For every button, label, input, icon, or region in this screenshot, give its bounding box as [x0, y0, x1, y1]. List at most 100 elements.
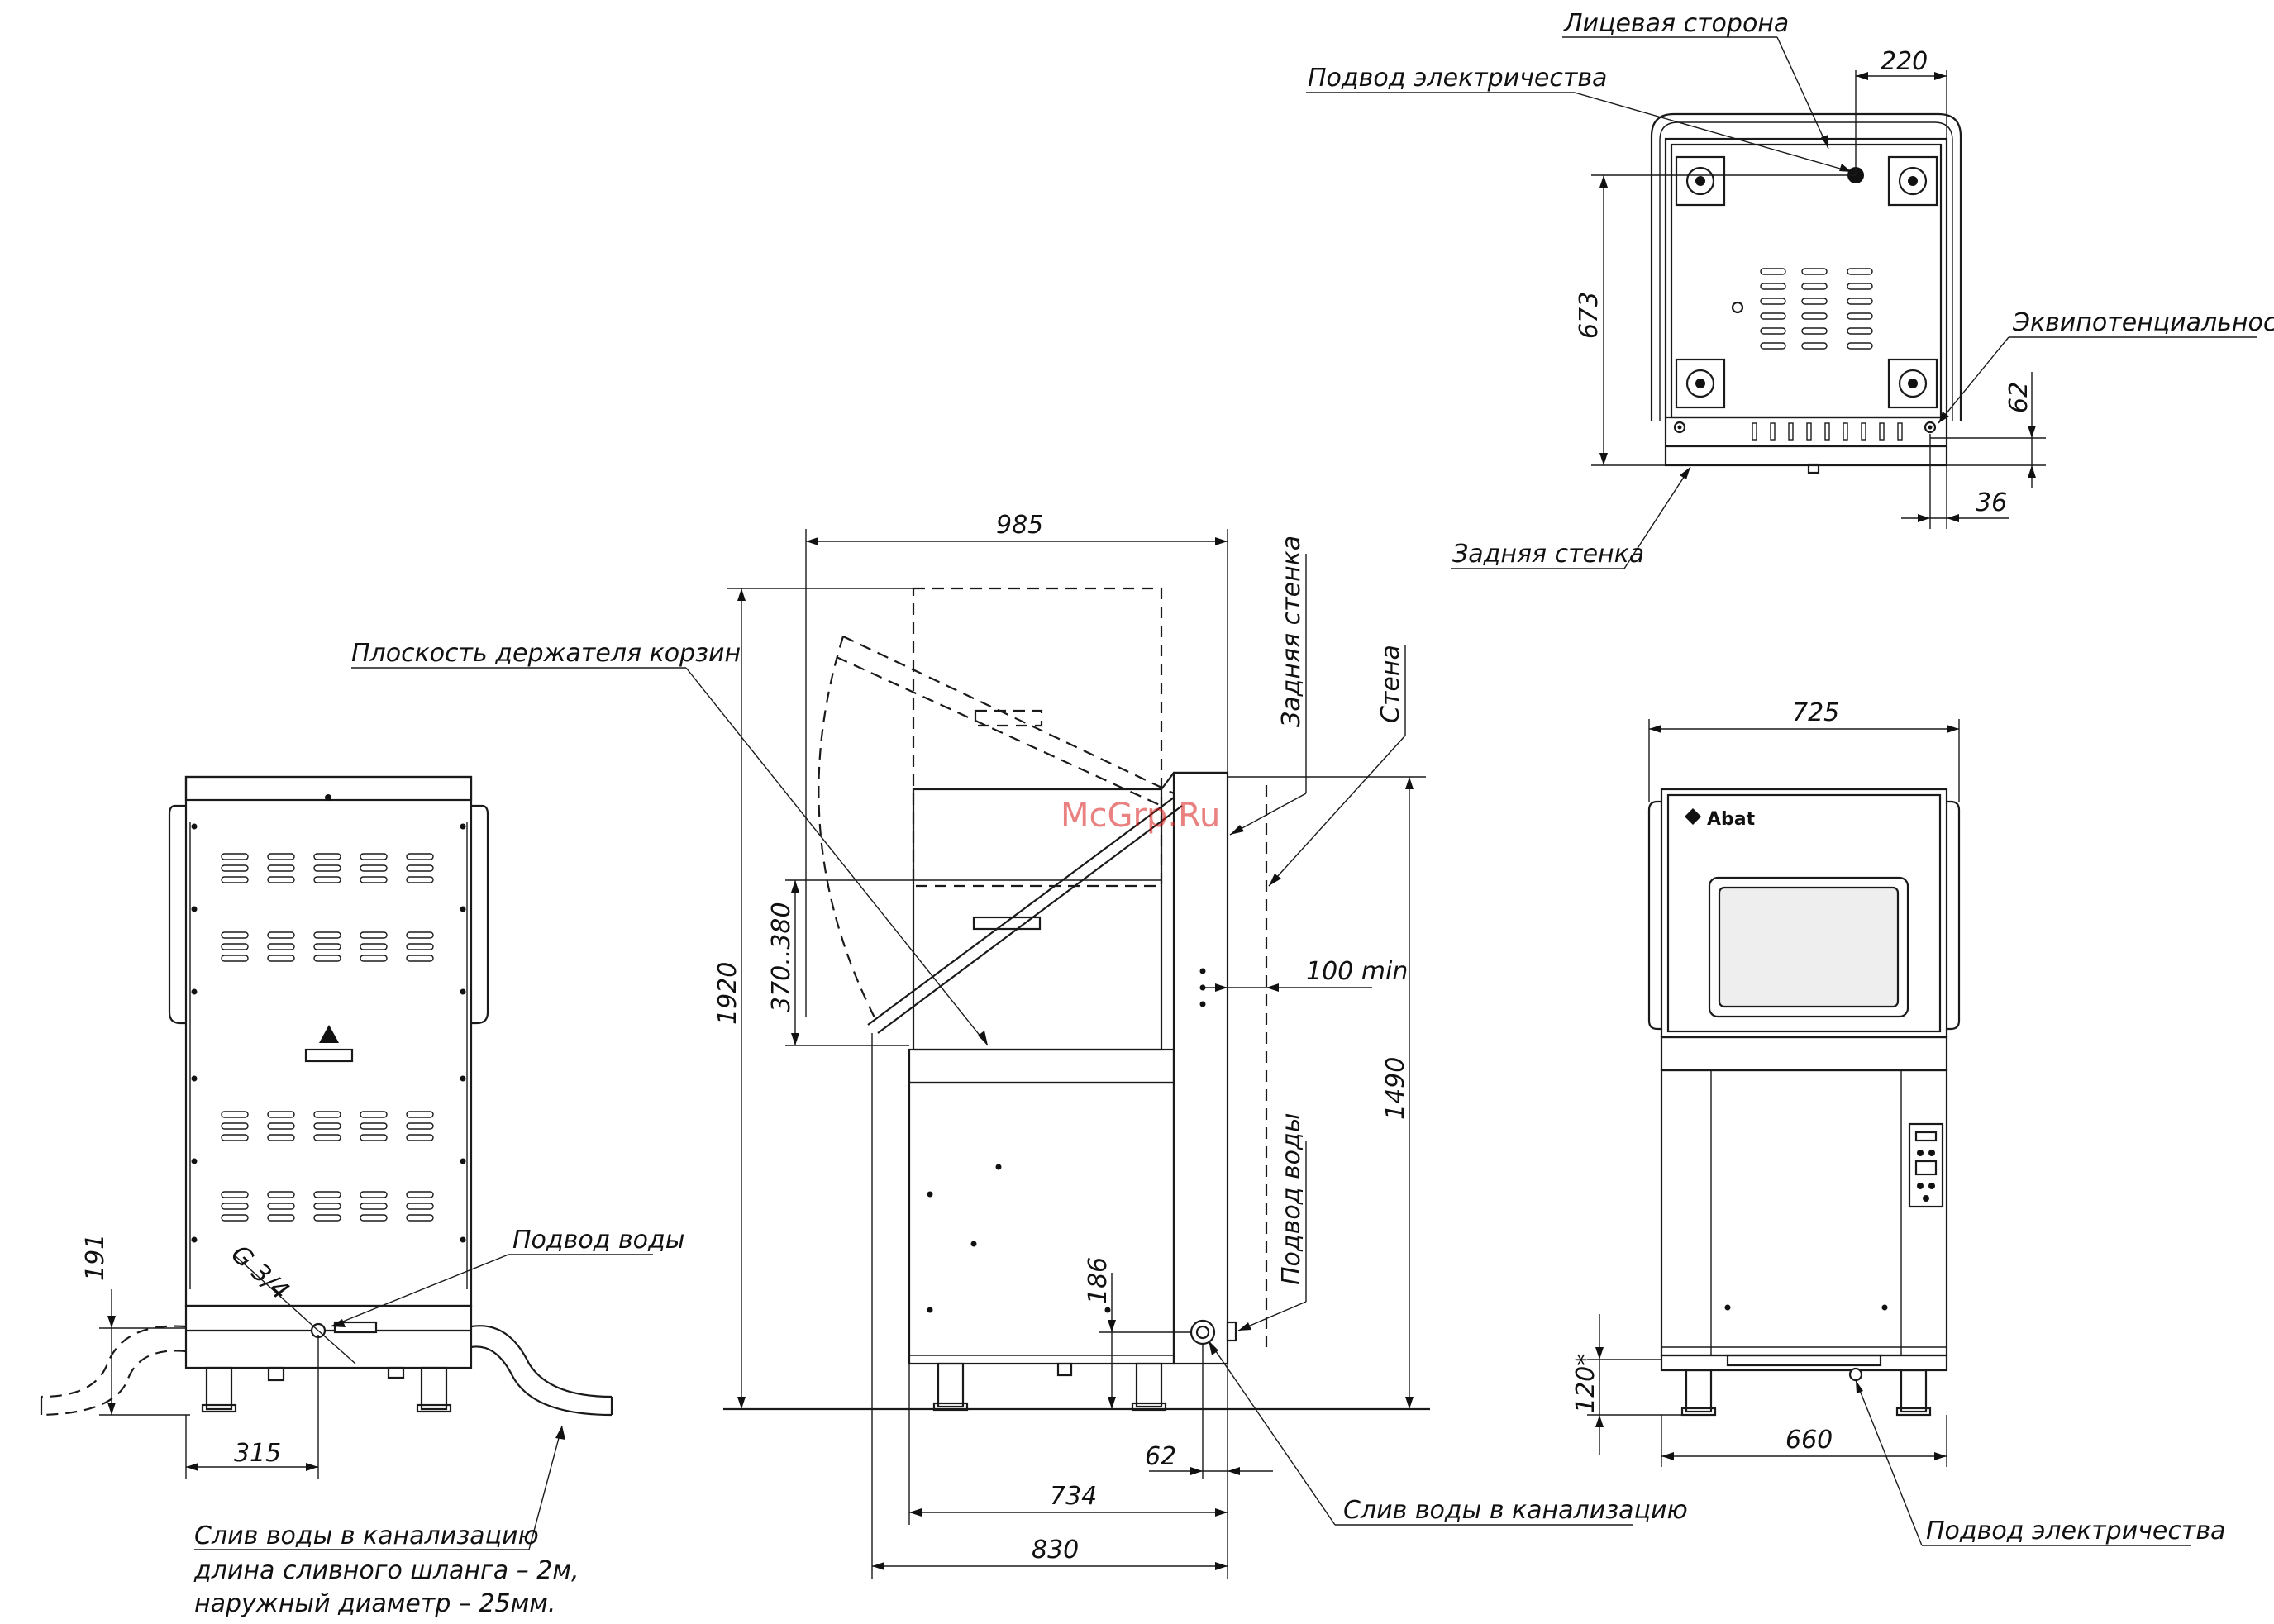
dim-62-top: 62 — [2005, 382, 2033, 413]
louver-slot — [267, 943, 295, 950]
louver-slot — [313, 955, 341, 962]
louver-slot — [267, 1134, 295, 1141]
dim-1490: 1490 — [1381, 1057, 1410, 1120]
rear-slot — [1752, 422, 1757, 441]
louver-slot — [221, 876, 249, 883]
drain-rear-label-1: Слив воды в канализацию — [194, 1522, 539, 1550]
louver-slot — [1760, 342, 1786, 350]
louver-slot — [313, 1111, 341, 1118]
louver-slot — [1801, 327, 1828, 335]
louver-slot — [1801, 342, 1828, 350]
louver-slot — [360, 1203, 388, 1210]
drain-rear-label-2: длина сливного шланга – 2м, — [193, 1556, 579, 1585]
louver-slot — [221, 955, 249, 962]
rear-slot — [1879, 422, 1885, 441]
dim-36: 36 — [1976, 488, 2007, 517]
louver-slot — [1847, 283, 1873, 290]
louver-slot — [313, 1214, 341, 1222]
louver-slot — [406, 1111, 434, 1118]
louver-slot — [267, 876, 295, 883]
louver-slot — [360, 1214, 388, 1222]
dim-830: 830 — [1032, 1536, 1079, 1564]
louver-slot — [360, 864, 388, 872]
louver-slot — [360, 943, 388, 950]
louver-slot — [1760, 268, 1786, 275]
dim-100min: 100 min — [1306, 957, 1408, 986]
drain-rear-label-3: наружный диаметр – 25мм. — [194, 1589, 555, 1618]
top-view: 220 673 62 36 Лицевая сторона Подвод эле… — [1306, 9, 2274, 569]
power-supply-front-label: Подвод электричества — [1926, 1517, 2225, 1545]
louver-slot — [221, 853, 249, 860]
louver-slot — [267, 1214, 295, 1222]
dim-1920: 1920 — [713, 962, 742, 1025]
dim-62-side: 62 — [1145, 1442, 1176, 1471]
louver-slot — [313, 853, 341, 860]
louver-slot — [313, 1203, 341, 1210]
rear-wall-side-label: Задняя стенка — [1277, 536, 1306, 727]
drain-side-label: Слив воды в канализацию — [1343, 1496, 1688, 1525]
rear-slot — [1861, 422, 1866, 441]
louver-slot — [267, 1111, 295, 1118]
louver-slot — [313, 876, 341, 883]
louver-slot — [267, 931, 295, 939]
louver-slot — [360, 1134, 388, 1141]
rear-slot — [1788, 422, 1794, 441]
louver-slot — [1760, 312, 1786, 320]
dim-660: 660 — [1785, 1426, 1833, 1455]
louver-slot — [1801, 298, 1828, 305]
rear-slot — [1843, 422, 1848, 441]
louver-slot — [1847, 312, 1873, 320]
louver-slot — [1801, 283, 1828, 290]
louver-slot — [221, 1203, 249, 1210]
louver-slot — [1847, 268, 1873, 275]
louver-slot — [267, 1203, 295, 1210]
louver-slot — [360, 1191, 388, 1198]
thread-size-label: G 3/4 — [226, 1240, 295, 1306]
wall-label: Стена — [1376, 645, 1405, 723]
water-inlet-side-label: Подвод воды — [1277, 1113, 1306, 1285]
basket-holder-plane-label: Плоскость держателя корзин — [351, 639, 741, 668]
dim-186: 186 — [1084, 1257, 1113, 1304]
top-view-louvers — [1760, 268, 1873, 350]
rear-strip-slots — [1752, 422, 1903, 441]
rear-slot — [1770, 422, 1776, 441]
dim-985: 985 — [996, 511, 1043, 540]
side-view: 985 1920 370..380 100 min 1490 186 — [351, 511, 1688, 1579]
rear-slot — [1824, 422, 1830, 441]
brand-logo: Abat — [1707, 809, 1756, 830]
louver-slot — [1847, 342, 1873, 350]
louver-slot — [267, 955, 295, 962]
louver-slot — [1801, 312, 1828, 320]
louver-slot — [313, 864, 341, 872]
louver-slot — [406, 853, 434, 860]
dim-191: 191 — [81, 1234, 110, 1281]
louver-slot — [406, 1122, 434, 1130]
watermark: McGrp.Ru — [1061, 797, 1220, 835]
louver-slot — [360, 931, 388, 939]
dim-120: 120* — [1571, 1354, 1600, 1413]
dim-673: 673 — [1575, 292, 1604, 339]
louver-slot — [406, 876, 434, 883]
louver-slot — [1847, 298, 1873, 305]
louver-slot — [406, 943, 434, 950]
louver-slot — [221, 1111, 249, 1118]
louver-slot — [221, 1191, 249, 1198]
dim-220: 220 — [1881, 47, 1928, 76]
louver-slot — [313, 1122, 341, 1130]
louver-slot — [406, 1134, 434, 1141]
louver-slot — [360, 1111, 388, 1118]
louver-slot — [1801, 268, 1828, 275]
louver-slot — [267, 853, 295, 860]
rear-louvers — [221, 853, 434, 1222]
louver-slot — [1847, 327, 1873, 335]
louver-slot — [406, 955, 434, 962]
equipotential-label: Эквипотенциальность — [2012, 308, 2274, 337]
louver-slot — [221, 1134, 249, 1141]
power-supply-top-label: Подвод электричества — [1308, 64, 1607, 93]
front-view: Abat 725 — [1571, 698, 2225, 1546]
louver-slot — [360, 955, 388, 962]
louver-slot — [313, 931, 341, 939]
louver-slot — [1760, 298, 1786, 305]
louver-slot — [267, 1122, 295, 1130]
